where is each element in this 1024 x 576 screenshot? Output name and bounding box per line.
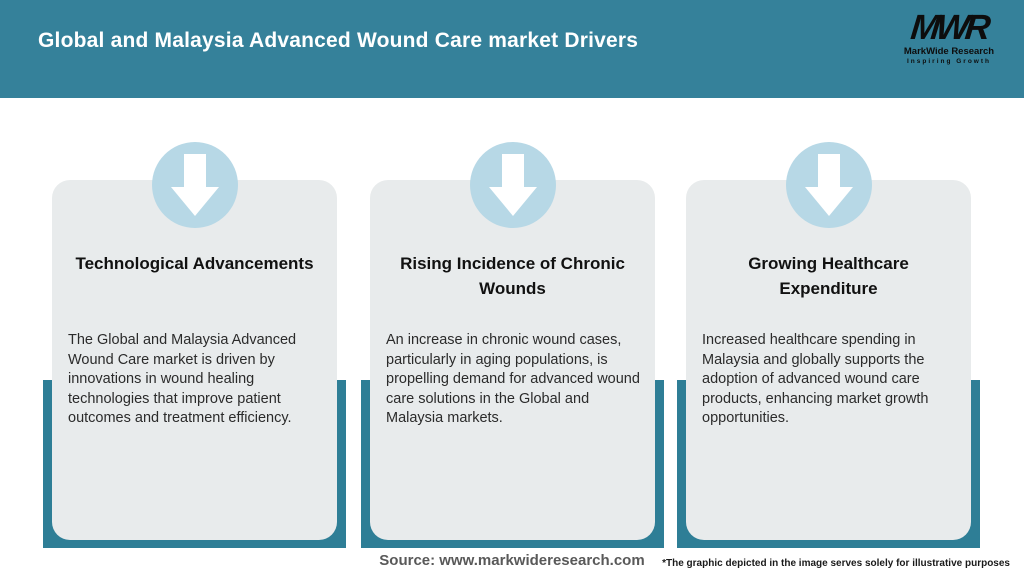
- card-title: Rising Incidence of Chronic Wounds: [400, 254, 625, 298]
- header-banner: Global and Malaysia Advanced Wound Care …: [0, 0, 1024, 98]
- down-arrow-head: [804, 187, 853, 216]
- driver-card-rising-incidence-chronic-wounds: Rising Incidence of Chronic Wounds An in…: [361, 142, 664, 552]
- card-body-text: An increase in chronic wound cases, part…: [386, 332, 640, 426]
- icon-circle: [151, 142, 238, 228]
- down-arrow-head: [170, 187, 219, 216]
- down-arrow-icon: [488, 154, 537, 216]
- disclaimer-note: *The graphic depicted in the image serve…: [662, 558, 1010, 569]
- icon-circle: [469, 142, 556, 228]
- card-panel: Growing Healthcare Expenditure Increased…: [686, 180, 971, 540]
- logo-acronym: MWR: [909, 8, 989, 47]
- markwide-research-logo: MWR MarkWide Research Inspiring Growth: [894, 8, 1004, 65]
- down-arrow-icon: [170, 154, 219, 216]
- down-arrow-icon: [804, 154, 853, 216]
- driver-card-growing-healthcare-expenditure: Growing Healthcare Expenditure Increased…: [677, 142, 980, 552]
- card-body-text: Increased healthcare spending in Malaysi…: [702, 332, 929, 426]
- page-title: Global and Malaysia Advanced Wound Care …: [38, 29, 639, 52]
- down-arrow-shaft: [183, 154, 206, 187]
- icon-circle: [785, 142, 872, 228]
- source-attribution: Source: www.markwideresearch.com: [379, 552, 645, 569]
- logo-name: MarkWide Research: [903, 46, 995, 57]
- card-body-text: The Global and Malaysia Advanced Wound C…: [68, 332, 297, 426]
- card-panel: Rising Incidence of Chronic Wounds An in…: [370, 180, 655, 540]
- down-arrow-shaft: [501, 154, 524, 187]
- card-title: Growing Healthcare Expenditure: [748, 254, 909, 298]
- driver-card-technological-advancements: Technological Advancements The Global an…: [43, 142, 346, 552]
- card-title: Technological Advancements: [75, 254, 314, 273]
- card-panel: Technological Advancements The Global an…: [52, 180, 337, 540]
- down-arrow-head: [488, 187, 537, 216]
- logo-tagline: Inspiring Growth: [907, 57, 991, 65]
- down-arrow-shaft: [817, 154, 840, 187]
